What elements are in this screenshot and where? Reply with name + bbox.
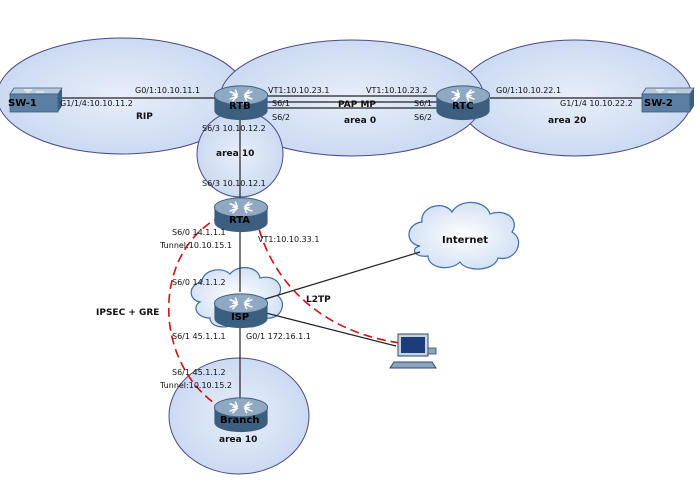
link-isp-internet (261, 251, 421, 301)
rtb-s63-label: S6/3 10.10.12.2 (202, 124, 266, 133)
rtc-s62-label: S6/2 (414, 113, 432, 122)
rtc-vt1-label: VT1:10.10.23.2 (366, 86, 427, 95)
area-20-label: area 20 (548, 116, 586, 126)
rtb-vt1-label: VT1:10.10.23.1 (268, 86, 329, 95)
sw1-label: SW-1 (8, 98, 37, 109)
rta-s60-label: S6/0 14.1.1.1 (172, 228, 226, 237)
rtc-g01-label: G0/1:10.10.22.1 (496, 86, 561, 95)
sw1-g114-label: G1/1/4:10.10.11.2 (60, 99, 133, 108)
internet-label: Internet (442, 235, 488, 246)
l2tp-tunnel (255, 215, 401, 344)
area-10-bottom-label: area 10 (219, 435, 257, 445)
rtc-label: RTC (452, 101, 473, 112)
branch-label: Branch (220, 415, 259, 426)
rtc-s61-label: S6/1 (414, 99, 432, 108)
link-isp-pc (261, 311, 397, 347)
pap-mp-label: PAP MP (338, 100, 376, 110)
rip-label: RIP (136, 112, 153, 122)
ipsec-gre-label: IPSEC + GRE (96, 308, 159, 318)
rta-tunnel-label: Tunnel:10.10.15.1 (159, 241, 232, 250)
isp-s60-label: S6/0 14.1.1.2 (172, 278, 226, 287)
ipsec-gre-tunnel (168, 215, 229, 413)
branch-s61-label: S6/1 45.1.1.2 (172, 368, 226, 377)
rta-s63-label: S6/3 10.10.12.1 (202, 179, 266, 188)
rtb-s62-label: S6/2 (272, 113, 290, 122)
internet-cloud (408, 201, 520, 270)
area-0-label: area 0 (344, 116, 376, 126)
rta-label: RTA (229, 215, 250, 226)
branch-tunnel-label: Tunnel:10.10.15.2 (159, 381, 232, 390)
rtb-label: RTB (229, 101, 251, 112)
isp-s61-label: S6/1 45.1.1.1 (172, 332, 226, 341)
l2tp-label: L2TP (306, 295, 331, 305)
rta-vt1-label: VT1:10.10.33.1 (258, 235, 319, 244)
area-10-top-label: area 10 (216, 149, 254, 159)
isp-g01-label: G0/1 172.16.1.1 (246, 332, 311, 341)
rtb-g01-label: G0/1:10.10.11.1 (135, 86, 200, 95)
isp-label: ISP (231, 312, 249, 323)
sw2-label: SW-2 (644, 98, 673, 109)
laptop-icon[interactable] (389, 333, 437, 369)
sw2-g114-label: G1/1/4 10.10.22.2 (560, 99, 633, 108)
rtb-s61-label: S6/1 (272, 99, 290, 108)
